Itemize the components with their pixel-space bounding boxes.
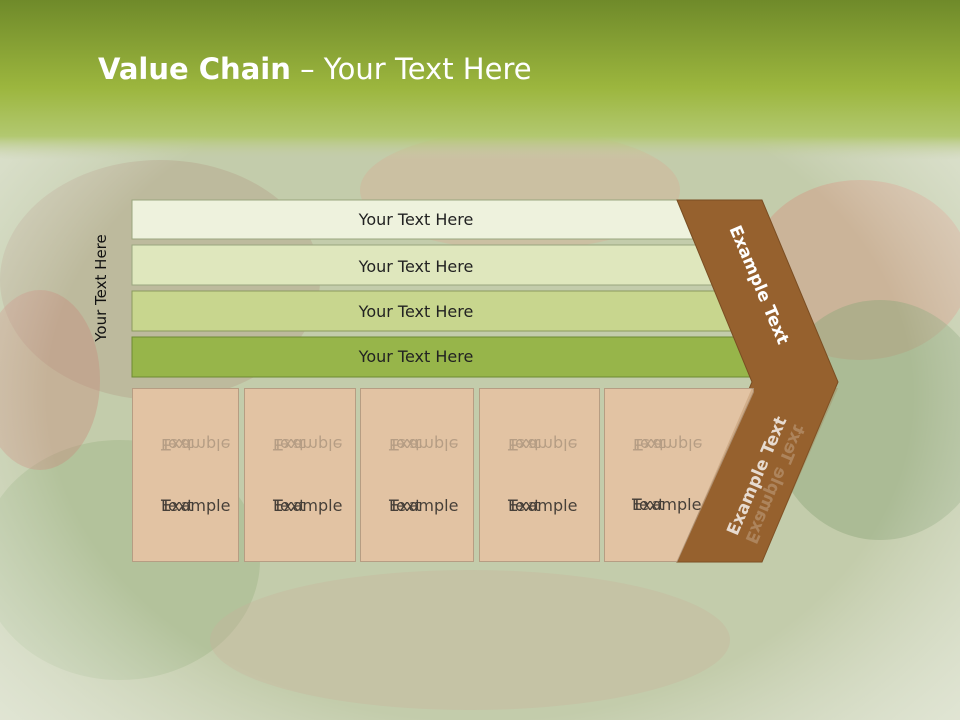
box-line1: Example [389,496,459,515]
row-label-2: Your Text Here [358,257,474,276]
row-label-1: Your Text Here [358,210,474,229]
box-line2: Text [273,496,306,515]
slide-title: Value Chain – Your Text Here [98,52,532,86]
example-box-5-shape [604,388,754,562]
box-line2: Text [632,495,665,514]
box-line2: Text [389,496,422,515]
box-line2: Text [161,496,194,515]
box-line1: Example [161,496,231,515]
box-line1: Example [632,495,702,514]
box-line1: Example [273,496,343,515]
row-label-3: Your Text Here [358,302,474,321]
row-label-4: Your Text Here [358,347,474,366]
box-line2: Text [508,496,541,515]
box-line1: Example [508,496,578,515]
title-bold: Value Chain [98,52,291,86]
title-rest: – Your Text Here [290,52,532,86]
